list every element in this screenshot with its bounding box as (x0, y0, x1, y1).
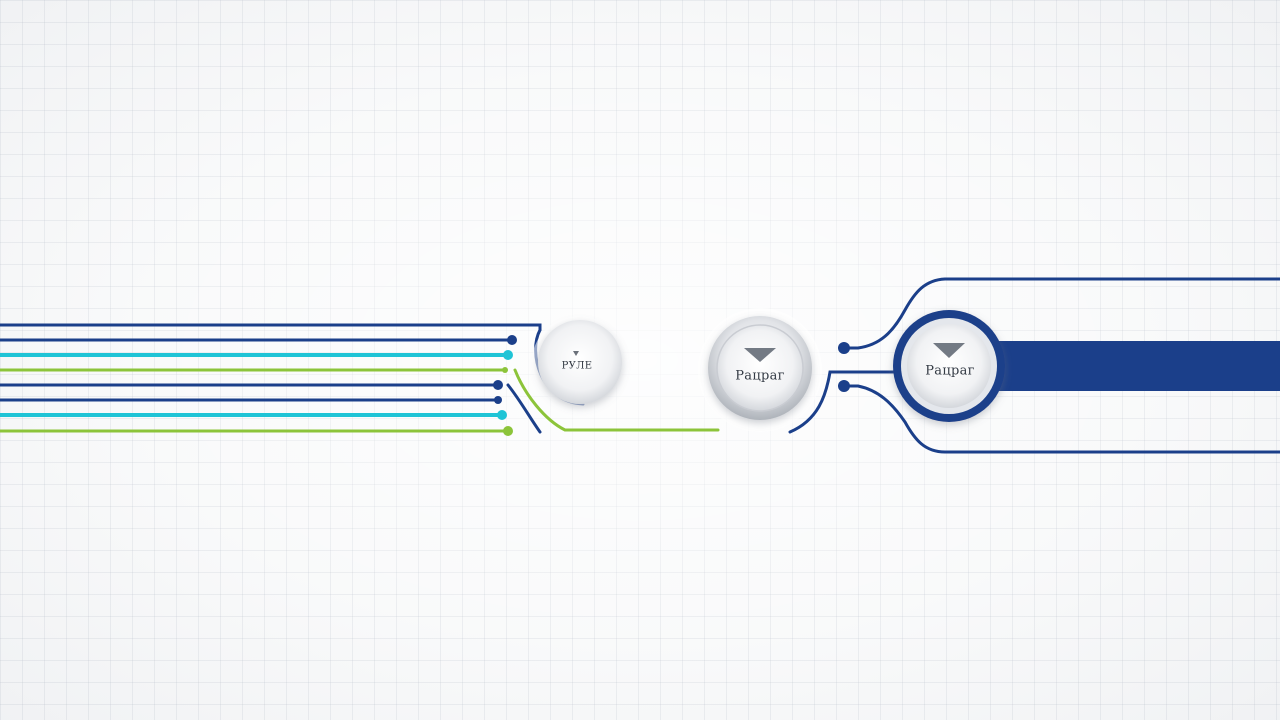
connector-navy-diagonal (506, 383, 542, 434)
terminal-dot (503, 350, 513, 360)
terminal-dot (494, 396, 502, 404)
connector-ports (838, 342, 850, 392)
node-1-label: РУЛЕ (561, 360, 593, 372)
port-dot (838, 380, 850, 392)
bus-line-1 (0, 323, 542, 332)
connector-green (513, 368, 720, 432)
terminal-dot (507, 335, 517, 345)
node-1 (532, 316, 624, 408)
node-1-indicator-icon (573, 351, 579, 356)
node-3 (893, 310, 1005, 422)
line-terminals (493, 335, 517, 436)
connector-paths (506, 277, 1280, 454)
output-bar (990, 341, 1280, 391)
connector-center-right (788, 370, 907, 434)
connector-upper (842, 277, 1280, 350)
node-3-label: Рацраг (925, 363, 975, 379)
terminal-dot (503, 426, 513, 436)
port-dot (838, 342, 850, 354)
node-2-label: Рацраг (735, 368, 785, 384)
terminal-dot (493, 380, 503, 390)
terminal-dot (497, 410, 507, 420)
left-bus-lines (0, 323, 542, 433)
node-2-triangle-icon (744, 348, 776, 362)
node-2 (698, 308, 822, 432)
connector-lower (842, 384, 1280, 454)
terminal-dot (502, 367, 508, 373)
node-3-triangle-icon (933, 343, 965, 358)
